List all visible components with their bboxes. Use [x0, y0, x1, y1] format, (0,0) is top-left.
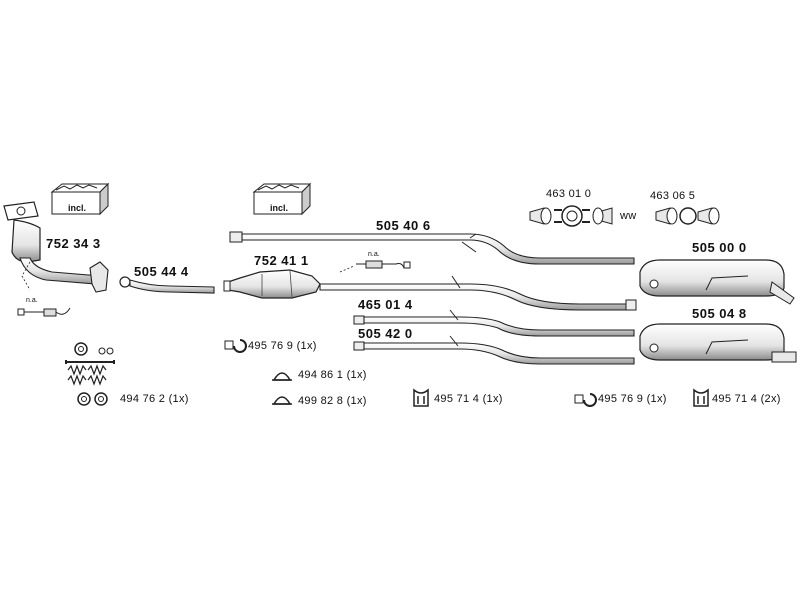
hardware-495769-a: 495 76 9 (1x)	[248, 340, 317, 352]
part-number-463010: 463 01 0	[546, 188, 592, 200]
hardware-499828: 499 82 8 (1x)	[298, 395, 367, 407]
pipe-505420	[353, 335, 635, 365]
part-number-505000: 505 00 0	[692, 240, 747, 255]
oxygen-sensor-middle	[339, 260, 411, 273]
part-number-505048: 505 04 8	[692, 306, 747, 321]
ww-label: ww	[620, 210, 637, 222]
clamp-icon-495769-b	[574, 393, 597, 407]
pipe-505406	[229, 231, 635, 265]
front-catalyst-pipe	[3, 201, 109, 293]
gasket-icon-499828	[272, 396, 292, 405]
clamp-463010	[529, 205, 613, 227]
hardware-495714-a: 495 71 4 (1x)	[434, 393, 503, 405]
pipe-465014	[353, 309, 635, 337]
catalyst-752411	[223, 269, 321, 299]
hardware-494861: 494 86 1 (1x)	[298, 369, 367, 381]
part-number-505444: 505 44 4	[134, 264, 189, 279]
gasket-bolt-set	[65, 342, 115, 406]
hanger-icon-495714-a	[413, 388, 429, 407]
oxygen-sensor-left	[17, 261, 71, 317]
incl-kit-box-left	[50, 182, 110, 216]
part-number-752343: 752 34 3	[46, 236, 101, 251]
clamp-icon-495769-a	[224, 339, 247, 353]
part-number-752411: 752 41 1	[254, 253, 309, 268]
part-number-463065: 463 06 5	[650, 190, 696, 202]
na-label-left: n.a.	[26, 297, 38, 304]
na-label-middle: n.a.	[368, 251, 380, 258]
gasket-icon-494861	[272, 372, 292, 381]
part-number-505420: 505 42 0	[358, 326, 413, 341]
clamp-463065	[655, 207, 720, 225]
rear-muffler-505000	[639, 259, 795, 305]
part-number-505406: 505 40 6	[376, 218, 431, 233]
hardware-494762: 494 76 2 (1x)	[120, 393, 189, 405]
hardware-495769-b: 495 76 9 (1x)	[598, 393, 667, 405]
pipe-main-long	[319, 275, 637, 311]
intermediate-pipe-505444	[119, 276, 215, 294]
rear-muffler-505048	[639, 323, 797, 363]
part-number-465014: 465 01 4	[358, 297, 413, 312]
hardware-495714-b: 495 71 4 (2x)	[712, 393, 781, 405]
hanger-icon-495714-b	[693, 388, 709, 407]
incl-kit-box-right	[252, 182, 312, 216]
incl-label-right: incl.	[270, 203, 289, 213]
incl-label-left: incl.	[68, 203, 87, 213]
